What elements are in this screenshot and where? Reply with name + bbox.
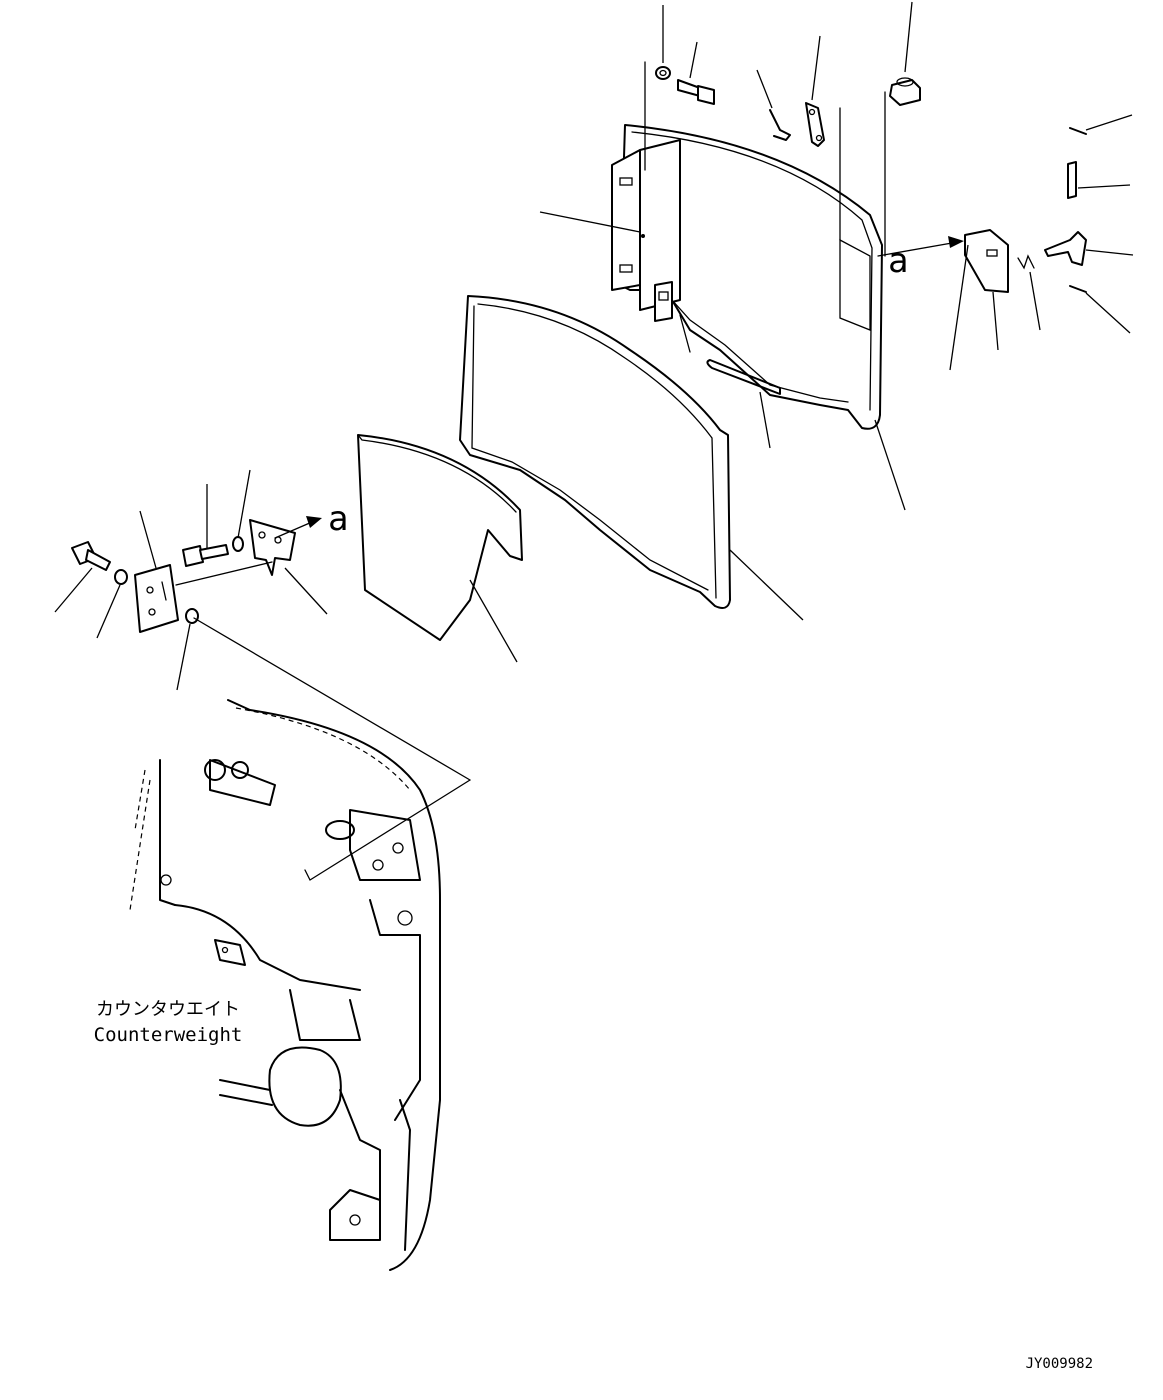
small-pin-bottom	[1069, 285, 1087, 293]
reference-a-upper: a	[888, 241, 908, 281]
counterweight-body	[129, 699, 441, 1271]
hinge-bracket-upper	[611, 139, 681, 322]
hinge-arm	[249, 519, 296, 576]
wire-handle	[706, 359, 781, 395]
stay-bracket-top	[805, 102, 825, 147]
rubber-seal-frame	[459, 295, 731, 609]
counterweight-label-jp: カウンタウエイト	[96, 999, 240, 1020]
clip-top	[769, 109, 791, 141]
counterweight-label-en: Counterweight	[94, 1024, 243, 1046]
latch-pin	[1067, 161, 1077, 199]
sound-insulation-pad	[357, 434, 523, 641]
latch-spring	[1017, 254, 1035, 270]
hinge-bolt-middle	[182, 544, 229, 567]
hinge-washer-bottom	[185, 608, 199, 624]
leader-lines	[54, 1, 1134, 881]
washer-top	[655, 66, 671, 80]
latch-bracket	[964, 229, 1009, 293]
bolt-top	[677, 79, 715, 105]
hinge-plate	[134, 564, 179, 633]
small-pin-top	[1069, 127, 1087, 135]
hinge-washer-middle	[232, 536, 244, 552]
hinge-bolt-left	[71, 541, 111, 571]
reference-a-lower: a	[328, 499, 348, 539]
latch-hook	[1044, 231, 1087, 266]
hinge-washer-left	[114, 569, 128, 585]
drawing-code: JY009982	[1026, 1356, 1093, 1372]
rubber-stopper	[889, 77, 921, 106]
